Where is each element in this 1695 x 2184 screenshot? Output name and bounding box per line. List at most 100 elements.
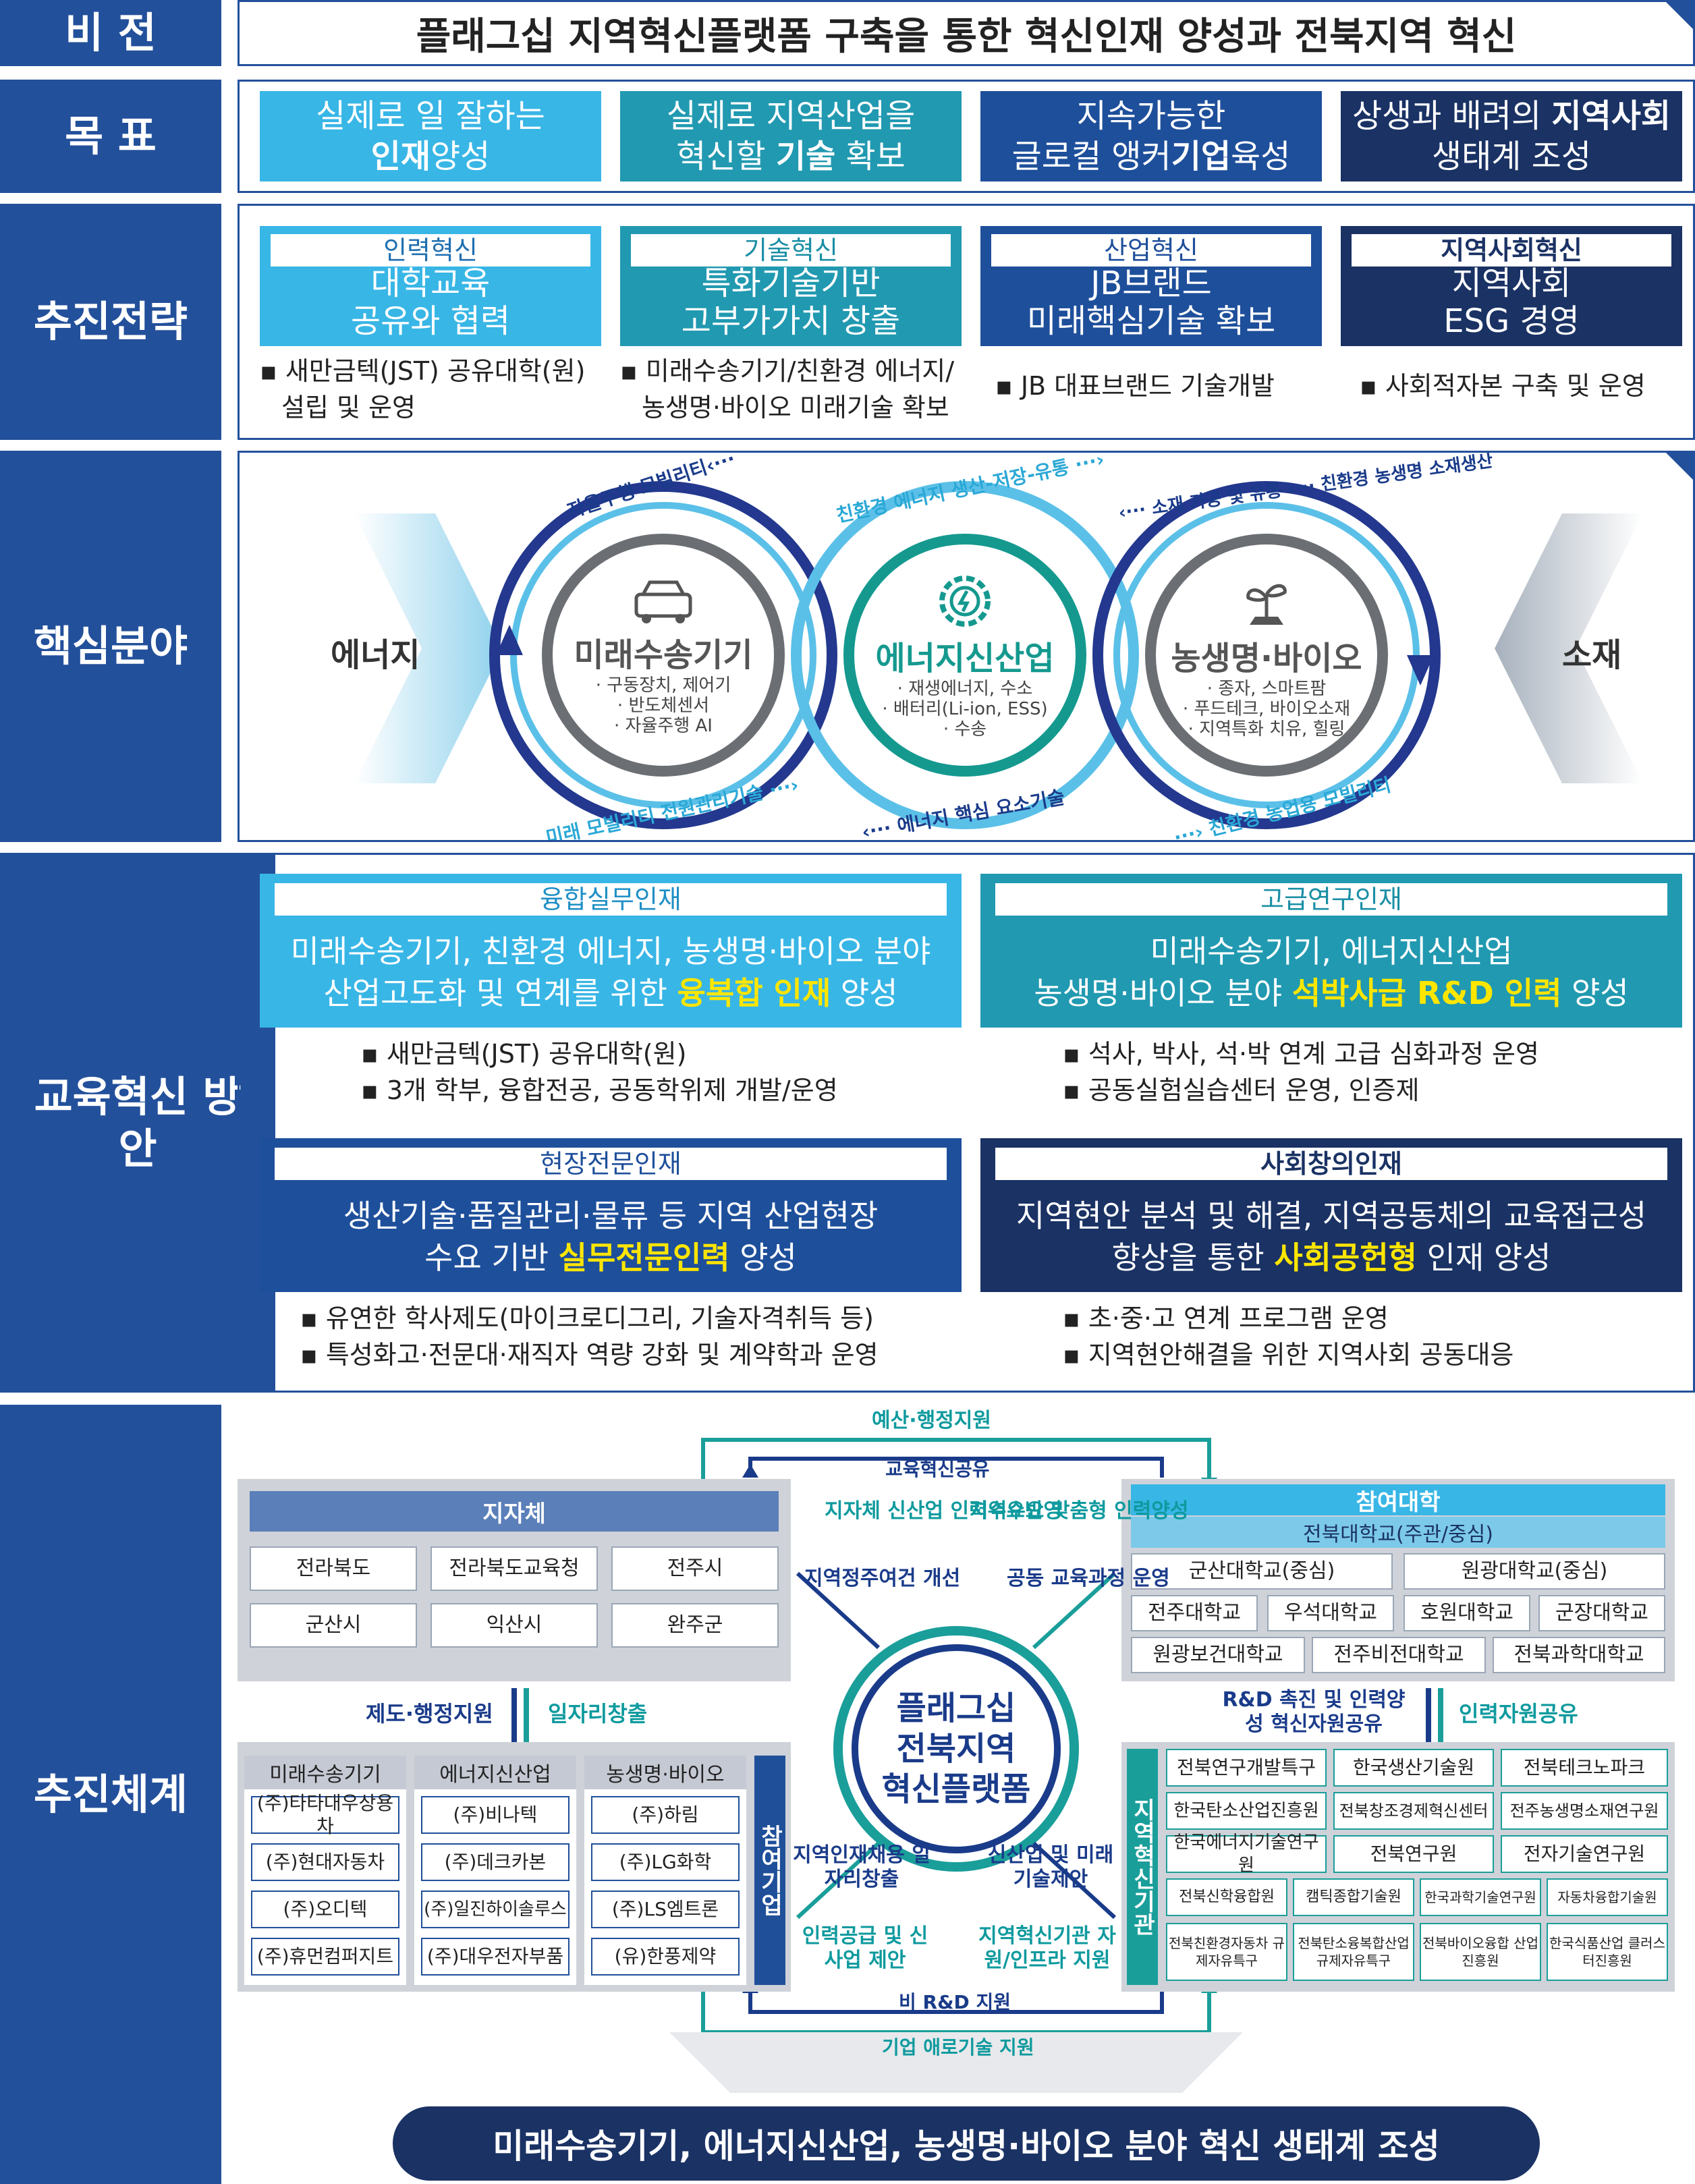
core-rings (489, 481, 1441, 829)
edu-bullets-3: ▪ 유연한 학사제도(마이크로디그리, 기술자격취득 등)▪ 특성화고·전문대·… (300, 1304, 879, 1370)
goal-3: 지속가능한 글로컬 앵커기업육성 (980, 91, 1322, 181)
institute-cell: 캠틱종합기술원 (1293, 1878, 1414, 1916)
gov-cell: 전라북도교육청 (430, 1546, 598, 1591)
gov-cell: 완주군 (611, 1603, 779, 1648)
strategy-card-2: 기술혁신 특화기술기반 고부가가치 창출 (620, 226, 962, 346)
institute-cell: 한국식품산업 클러스터진흥원 (1547, 1923, 1668, 1981)
company-col-1: 미래수송기기 (주)타타대우상용차 (주)현대자동차 (주)오디텍 (주)휴먼컴… (244, 1756, 406, 1985)
company-cell: (주)대우전자부품 (421, 1938, 569, 1976)
strategy-tag: 인력혁신 (271, 234, 590, 267)
edu-body: 미래수송기기, 친환경 에너지, 농생명·바이오 분야 산업고도화 및 연계를 … (290, 933, 931, 1011)
local-gov-panel: 지자체 전라북도 전라북도교육청 전주시 군산시 익산시 완주군 (238, 1479, 791, 1681)
company-cell: (주)오디텍 (251, 1891, 399, 1928)
label-core: 핵심분야 (0, 451, 221, 842)
institute-cell: 한국탄소산업진흥원 (1166, 1792, 1327, 1830)
company-cell: (주)비나텍 (421, 1796, 569, 1834)
institute-cell: 전주농생명소재연구원 (1501, 1792, 1668, 1830)
company-cell: (주)하림 (591, 1796, 740, 1834)
institute-cell: 전북신학융합원 (1166, 1878, 1287, 1916)
institutes-panel: 지역혁신기관 전북연구개발특구 한국생산기술원 전북테크노파크 한국탄소산업진흥… (1121, 1742, 1675, 1992)
flow-label: R&D 촉진 및 인력양성 혁신자원공유 (1222, 1688, 1406, 1736)
strategy-bullets-3: ▪ JB 대표브랜드 기술개발 (995, 371, 1275, 401)
strategy-line: ESG 경영 (1443, 302, 1580, 340)
core-section: 에너지 소재 미래수송기기 · 구동장치, 제어기 · 반도체센서 · 자율주행… (238, 451, 1695, 842)
institute-cell: 한국생산기술원 (1333, 1749, 1494, 1787)
strategy-line: 고부가가치 창출 (681, 302, 901, 340)
strategy-tag: 산업혁신 (991, 234, 1311, 267)
strategy-tag: 기술혁신 (631, 234, 951, 267)
circle-title: 에너지신산업 (875, 640, 1055, 677)
univ-cell: 원광보건대학교 (1131, 1637, 1305, 1673)
goal-2: 실제로 지역산업을 혁신할 기술 확보 (620, 91, 962, 181)
institute-cell: 전북바이오융합 산업진흥원 (1420, 1923, 1541, 1981)
edu-bullets-1: ▪ 새만금텍(JST) 공유대학(원)▪ 3개 학부, 융합전공, 공동학위제 … (361, 1039, 838, 1105)
vision-text: 플래그십 지역혁신플랫폼 구축을 통한 혁신인재 양성과 전북지역 혁신 (416, 14, 1517, 59)
edu-tag: 융합실무인재 (275, 883, 947, 916)
flow-label: 공동 교육과정 운영 (1007, 1567, 1170, 1590)
circle-sub: · 구동장치, 제어기 (595, 675, 731, 696)
edu-card-2: 고급연구인재 미래수송기기, 에너지신산업 농생명·바이오 분야 석박사급 R&… (980, 874, 1682, 1028)
institute-cell: 전북연구개발특구 (1166, 1749, 1327, 1787)
circle-sub: · 종자, 스마트팜 (1206, 679, 1327, 699)
edu-bullets-4: ▪ 초·중·고 연계 프로그램 운영▪ 지역현안해결을 위한 지역사회 공동대응 (1063, 1304, 1514, 1370)
flow-label: 일자리창출 (548, 1701, 648, 1727)
label-strategy: 추진전략 (0, 204, 221, 440)
company-col-title: 농생명·바이오 (584, 1756, 746, 1789)
flow-label: 지자체 신산업 인력수요반영 (825, 1499, 1063, 1523)
goal-1: 실제로 일 잘하는 인재양성 (260, 91, 601, 181)
flow-label: 인력자원공유 (1459, 1701, 1578, 1727)
company-cell: (주)데크카본 (421, 1843, 569, 1881)
institute-cell: 전북탄소융복합산업 규제자유특구 (1293, 1923, 1414, 1981)
strategy-line: 미래핵심기술 확보 (1026, 302, 1276, 340)
circle-title: 미래수송기기 (574, 636, 753, 674)
strategy-line: 대학교육 (370, 264, 491, 302)
edu-body: 미래수송기기, 에너지신산업 농생명·바이오 분야 석박사급 R&D 인력 양성 (1034, 933, 1629, 1011)
left-chevron-icon (354, 513, 503, 783)
sprout-icon (1246, 584, 1287, 625)
circle-sub: · 자율주행 AI (614, 716, 713, 736)
univ-cell: 전주대학교 (1131, 1595, 1258, 1631)
univ-cell: 군산대학교(중심) (1131, 1553, 1393, 1590)
corner-mark (1666, 453, 1693, 480)
edu-card-1: 융합실무인재 미래수송기기, 친환경 에너지, 농생명·바이오 분야 산업고도화… (260, 874, 962, 1028)
right-chevron-icon (1495, 513, 1643, 783)
edu-body: 생산기술·품질관리·물류 등 지역 산업현장 수요 기반 실무전문인력 양성 (343, 1198, 879, 1276)
company-col-title: 미래수송기기 (244, 1756, 406, 1789)
flow-label: 지역혁신기관 자원/인프라 지원 (978, 1924, 1116, 1972)
company-col-2: 에너지신산업 (주)비나텍 (주)데크카본 (주)일진하이솔루스 (주)대우전자… (414, 1756, 576, 1985)
power-gear-icon (939, 576, 991, 627)
strategy-bullets-2: ▪ 미래수송기기/친환경 에너지/농생명·바이오 미래기술 확보 (620, 356, 955, 422)
flow-label: 인력공급 및 신사업 제안 (802, 1924, 928, 1972)
univ-cell: 원광대학교(중심) (1404, 1553, 1665, 1590)
flow-label: 제도·행정지원 (366, 1701, 493, 1727)
institute-cell: 전북테크노파크 (1501, 1749, 1668, 1787)
local-gov-title: 지자체 (250, 1491, 779, 1532)
edu-card-4: 사회창의인재 지역현안 분석 및 해결, 지역공동체의 교육접근성 향상을 통한… (980, 1138, 1682, 1292)
goals-section: 실제로 일 잘하는 인재양성 실제로 지역산업을 혁신할 기술 확보 지속가능한… (238, 80, 1695, 193)
circle-sub: · 푸드테크, 바이오소재 (1182, 699, 1351, 719)
education-section: 융합실무인재 미래수송기기, 친환경 에너지, 농생명·바이오 분야 산업고도화… (238, 853, 1695, 1393)
edu-tag: 현장전문인재 (275, 1148, 947, 1180)
circle-mobility: 미래수송기기 · 구동장치, 제어기 · 반도체센서 · 자율주행 AI (542, 534, 785, 777)
circle-sub: · 배터리(Li-ion, ESS) (882, 699, 1048, 719)
goal-4: 상생과 배려의 지역사회 생태계 조성 (1341, 91, 1682, 181)
company-cell: (주)일진하이솔루스 (421, 1891, 569, 1928)
label-goals: 목 표 (0, 80, 221, 193)
univ-cell: 전북과학대학교 (1493, 1637, 1665, 1673)
institute-cell: 한국과학기술연구원 (1420, 1878, 1541, 1916)
edu-bullets-2: ▪ 석사, 박사, 석·박 연계 고급 심화과정 운영▪ 공동실험실습센터 운영… (1063, 1039, 1539, 1105)
strategy-line: 특화기술기반 (701, 264, 881, 302)
strategy-bullets-4: ▪ 사회적자본 구축 및 운영 (1360, 371, 1646, 401)
strategy-card-4: 지역사회혁신 지역사회 ESG 경영 (1341, 226, 1682, 346)
gov-cell: 전라북도 (250, 1546, 417, 1591)
company-col-title: 에너지신산업 (414, 1756, 576, 1789)
institute-cell: 전북창조경제혁신센터 (1333, 1792, 1494, 1830)
university-title: 참여대학 (1131, 1484, 1665, 1516)
strategy-section: 인력혁신 대학교육 공유와 협력 ▪ 새만금텍(JST) 공유대학(원)설립 및… (238, 204, 1695, 440)
circle-sub: · 지역특화 치유, 힐링 (1188, 719, 1345, 739)
flow-tech-support: 기업 애로기술 지원 (882, 2036, 1034, 2059)
strategy-line: 지역사회 (1451, 264, 1572, 302)
gov-cell: 전주시 (611, 1546, 779, 1591)
label-education: 교육혁신 방안 (0, 853, 275, 1393)
